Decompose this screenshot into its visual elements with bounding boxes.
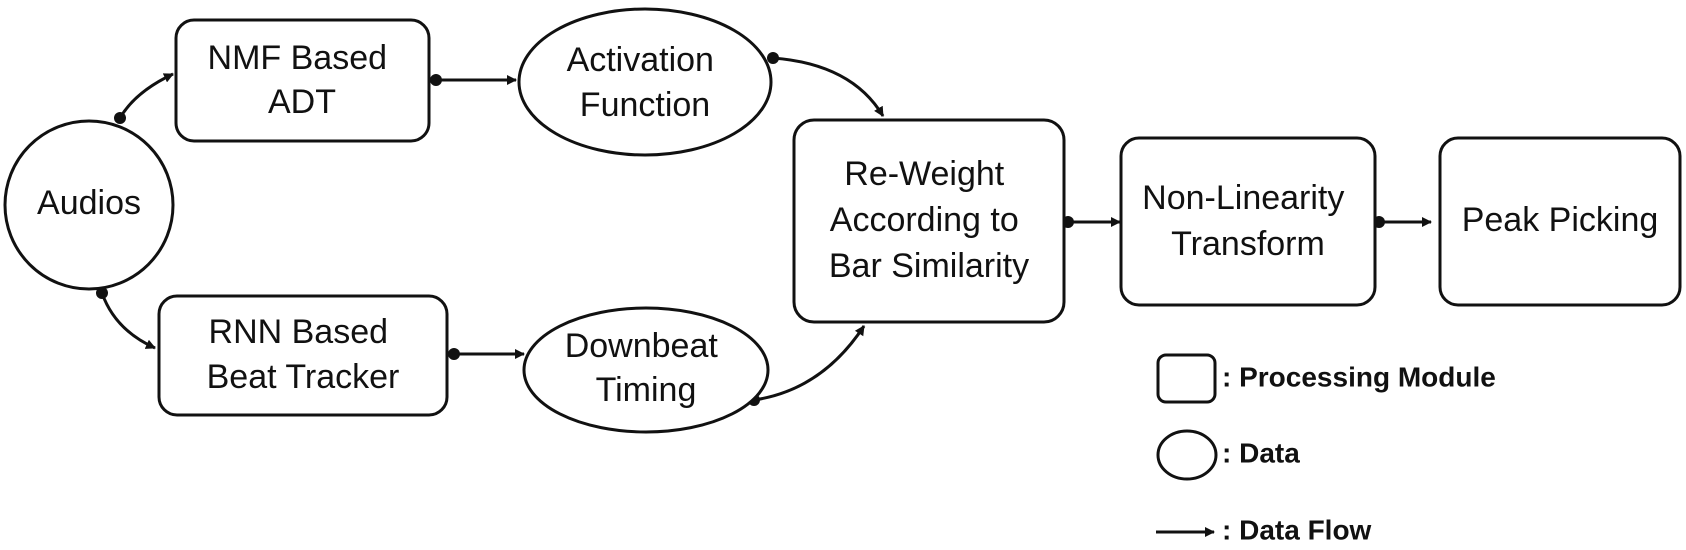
node-nmf-based-adt: NMF Based ADT [174,18,431,143]
edge-audios-to-rnn [100,292,156,350]
legend-processing-module-swatch [1156,353,1217,404]
node-audios-label: Audios [37,184,141,222]
node-peak-picking: Peak Picking [1438,136,1682,307]
node-rnn-based-beat-tracker: RNN Based Beat Tracker [157,294,449,417]
node-nonlinearity-transform: Non-Linearity Transform [1119,136,1377,307]
node-rnn-label: RNN Based Beat Tracker [207,313,400,396]
node-nmf-label: NMF Based ADT [208,39,397,121]
edge-downbeat-to-reweight [753,325,866,402]
node-activation-label: Activation Function [567,41,724,124]
edge-start-dot [448,348,460,360]
node-reweight-label: Re-Weight According to Bar Similarity [829,155,1029,285]
node-peak-label: Peak Picking [1462,201,1659,239]
edge-audios-to-nmf [118,72,174,119]
node-activation-function: Activation Function [517,7,773,157]
node-nonlinearity-label: Non-Linearity Transform [1142,179,1354,263]
legend-data-label: : Data [1222,437,1300,468]
edge-start-dot [96,287,108,299]
edge-activation-to-reweight [772,56,885,117]
edge-start-dot [767,52,779,64]
legend: : Processing Module : Data : Data Flow [1156,353,1496,545]
node-downbeat-timing: Downbeat Timing [522,306,770,434]
legend-data-flow-label: : Data Flow [1222,514,1372,545]
legend-data-swatch [1156,429,1218,481]
node-audios: Audios [3,119,175,291]
edge-start-dot [430,74,442,86]
node-reweight-bar-similarity: Re-Weight According to Bar Similarity [792,118,1066,324]
legend-processing-module-label: : Processing Module [1222,361,1496,392]
node-downbeat-label: Downbeat Timing [565,327,728,409]
edge-start-dot [114,112,126,124]
